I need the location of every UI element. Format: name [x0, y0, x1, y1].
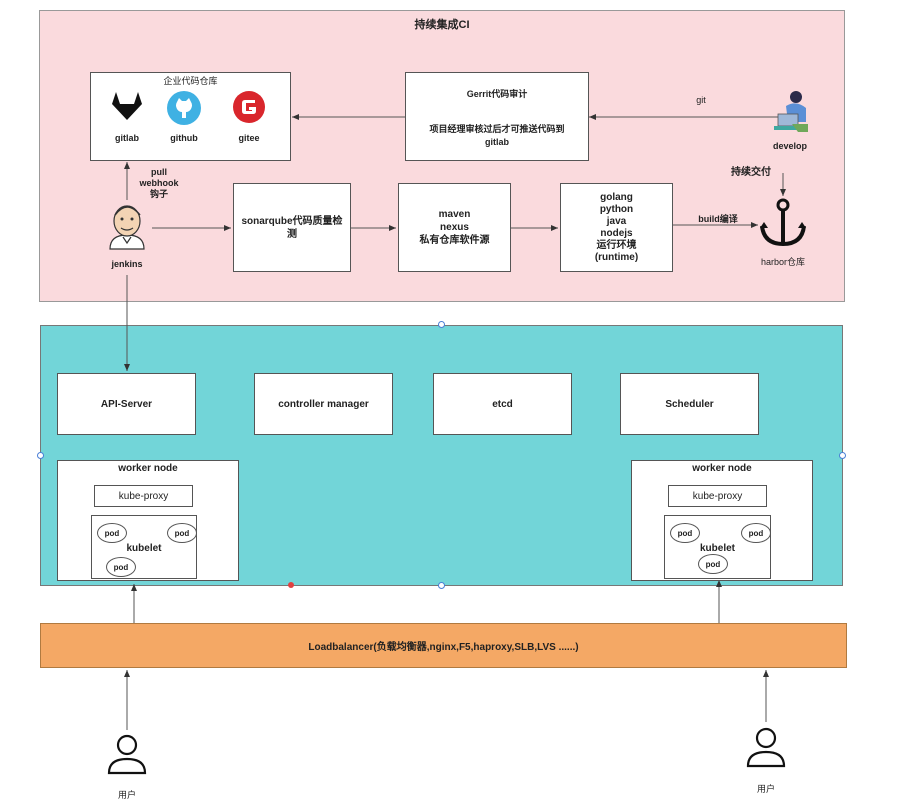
- kube-proxy-left[interactable]: kube-proxy: [94, 485, 193, 507]
- gitee-icon: [233, 91, 265, 123]
- pod-left-3[interactable]: pod: [106, 557, 136, 577]
- connection-point[interactable]: [288, 582, 294, 588]
- sonarqube-box[interactable]: sonarqube代码质量检 测: [233, 183, 351, 272]
- github-icon: [167, 91, 201, 125]
- pod-left-1[interactable]: pod: [97, 523, 127, 543]
- user-label-right: 用户: [756, 784, 775, 794]
- jenkins-icon: [109, 205, 145, 250]
- maven-nexus-box[interactable]: maven nexus 私有仓库软件源: [398, 183, 511, 272]
- develop-label: develop: [772, 141, 807, 151]
- user-label-left: 用户: [117, 790, 136, 800]
- worker-node-right-title: worker node: [692, 463, 752, 474]
- selection-handle-left[interactable]: [37, 452, 44, 459]
- ci-title: 持续集成CI: [414, 19, 470, 31]
- gitlab-icon: [112, 92, 142, 120]
- deliver-label: 持续交付: [731, 167, 771, 178]
- etcd-box[interactable]: etcd: [433, 373, 572, 435]
- controller-manager-box[interactable]: controller manager: [254, 373, 393, 435]
- gerrit-box[interactable]: [405, 72, 589, 161]
- jenkins-label: jenkins: [111, 259, 143, 269]
- gerrit-desc: 项目经理审核过后才可推送代码到 gitlab: [429, 124, 565, 147]
- kubelet-label-left: kubelet: [126, 543, 162, 554]
- runtime-box[interactable]: golang python java nodejs 运行环境 (runtime): [560, 183, 673, 272]
- selection-handle-right[interactable]: [839, 452, 846, 459]
- worker-node-left-title: worker node: [118, 463, 178, 474]
- pod-right-1[interactable]: pod: [670, 523, 700, 543]
- pod-left-2[interactable]: pod: [167, 523, 197, 543]
- repo-label-github: github: [170, 133, 198, 143]
- kube-proxy-right[interactable]: kube-proxy: [668, 485, 767, 507]
- git-label: git: [696, 95, 706, 105]
- pull-webhook-label: pull webhook 钩子: [139, 167, 179, 199]
- harbor-anchor-icon: [760, 198, 806, 247]
- api-server-box[interactable]: API-Server: [57, 373, 196, 435]
- repo-label-gitee: gitee: [238, 133, 260, 143]
- repo-label-gitlab: gitlab: [115, 133, 139, 143]
- harbor-label: harbor仓库: [760, 257, 806, 267]
- developer-icon: [774, 91, 808, 132]
- selection-handle-top[interactable]: [438, 321, 445, 328]
- pod-right-3[interactable]: pod: [698, 554, 728, 574]
- user-icon-left: [107, 734, 147, 775]
- user-icon-right: [746, 727, 786, 768]
- selection-handle-bottom[interactable]: [438, 582, 445, 589]
- scheduler-box[interactable]: Scheduler: [620, 373, 759, 435]
- pod-right-2[interactable]: pod: [741, 523, 771, 543]
- gerrit-title: Gerrit代码审计: [466, 89, 528, 99]
- build-label: build编译: [698, 214, 738, 224]
- code-repo-title: 企业代码仓库: [163, 76, 218, 86]
- loadbalancer-bar: Loadbalancer(负载均衡器,nginx,F5,haproxy,SLB,…: [40, 623, 847, 668]
- kubelet-label-right: kubelet: [699, 543, 735, 554]
